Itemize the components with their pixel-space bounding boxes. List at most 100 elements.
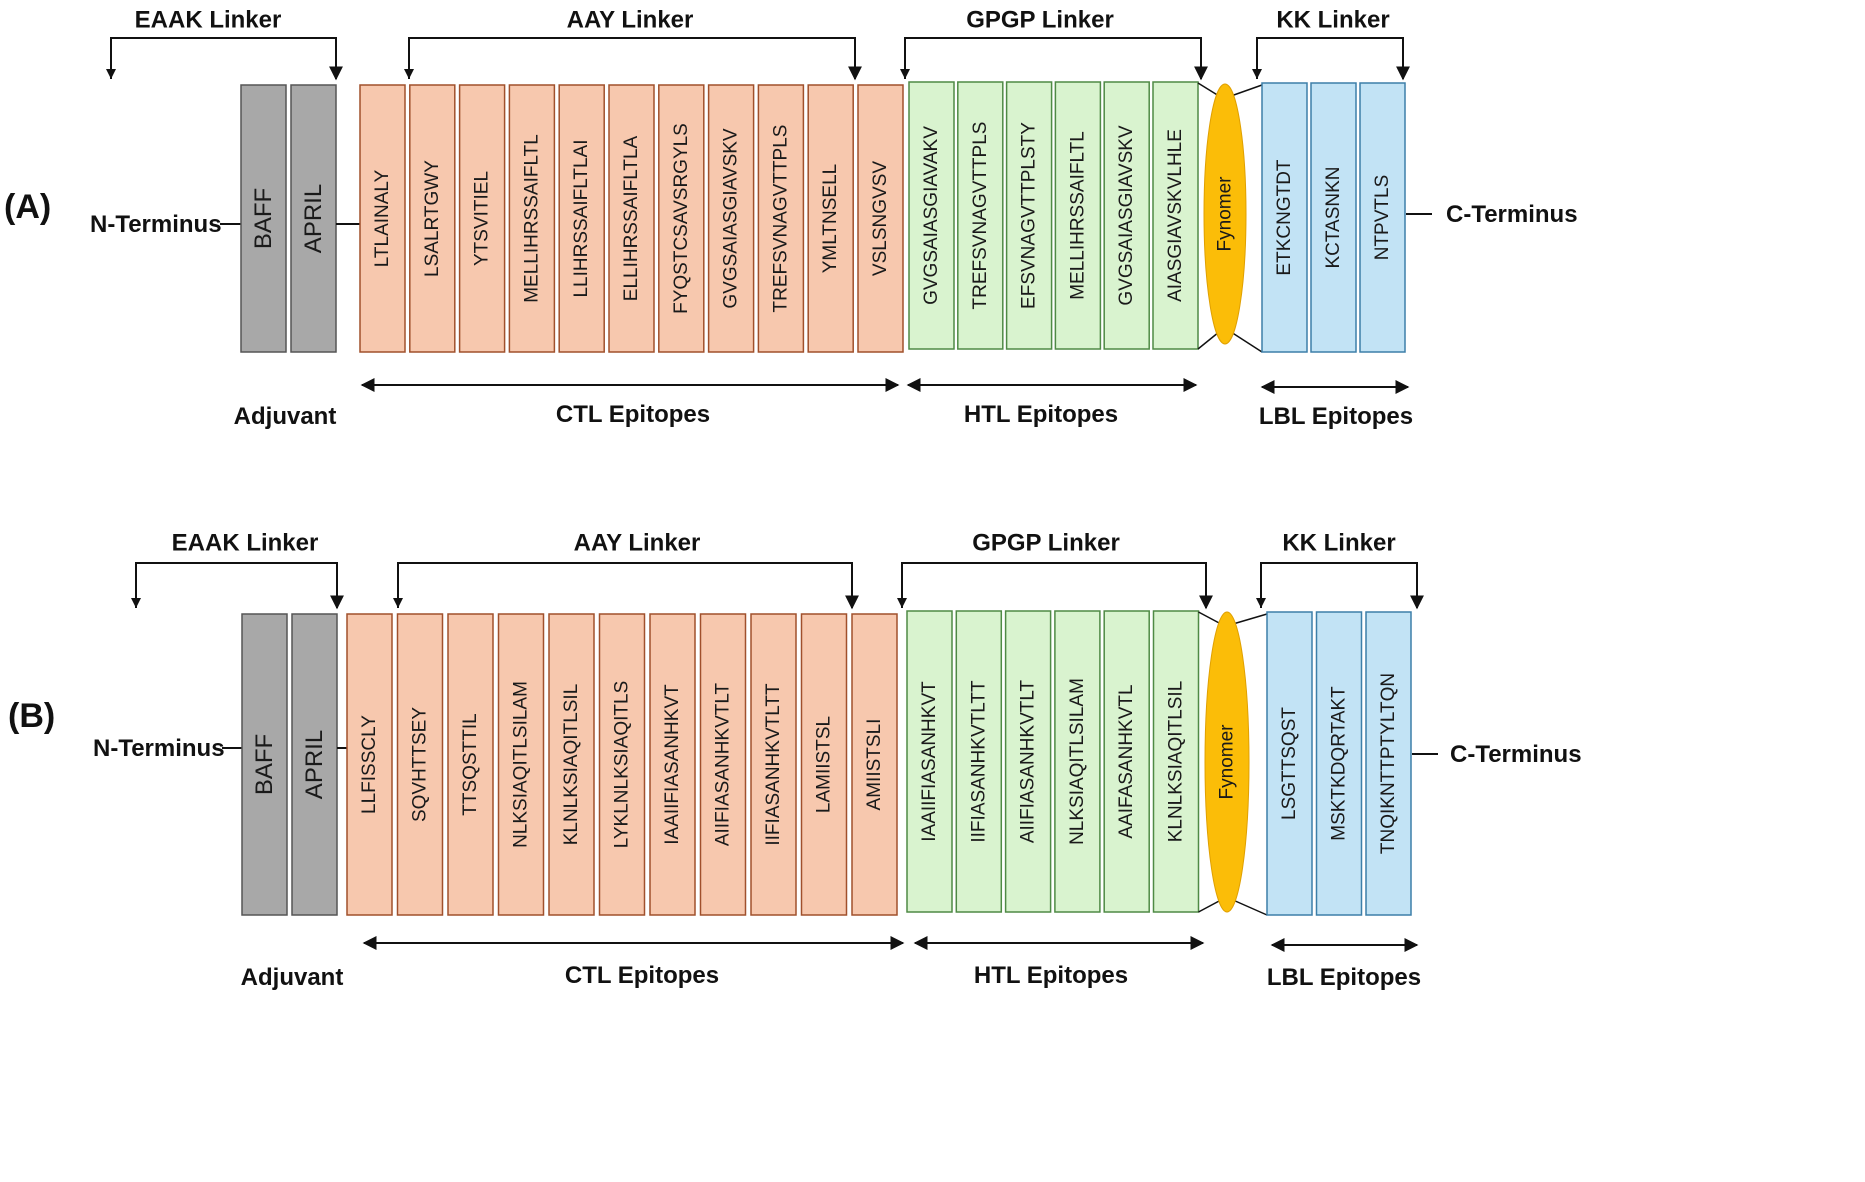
- adjuvant-label: APRIL: [300, 184, 327, 253]
- fynomer-label: Fynomer: [1217, 724, 1238, 800]
- ctl-epitope-box: [409, 84, 456, 353]
- ctl-epitope-label: TTSQSTTIL: [460, 713, 481, 815]
- htl-epitope-box: [908, 81, 955, 350]
- ctl-epitope-label: LSALRTGWY: [422, 160, 443, 277]
- fynomer-ellipse: [1203, 83, 1247, 345]
- ctl-epitope-box: [598, 613, 646, 916]
- ctl-epitope-label: VSLSNGVSV: [870, 161, 891, 276]
- eaak-linker-bracket: [135, 562, 344, 610]
- lbl-group-label: LBL Epitopes: [1267, 964, 1421, 991]
- aay-linker-bracket-start-arrow: [404, 69, 414, 79]
- n-terminus-label: N-Terminus: [93, 735, 225, 762]
- fynomer-connector: [1230, 84, 1263, 97]
- c-terminus-label: C-Terminus: [1446, 201, 1578, 228]
- ctl-epitope-label: TREFSVNAGVTTPLS: [770, 125, 791, 313]
- htl-epitope-box: [1103, 81, 1150, 350]
- lbl-epitope-box: [1315, 611, 1363, 916]
- aay-linker-label: AAY Linker: [567, 7, 694, 34]
- ctl-epitope-box: [649, 613, 696, 916]
- htl-epitope-label: AAIFASANHKVTL: [1116, 684, 1137, 838]
- fynomer-connector: [1198, 899, 1222, 913]
- htl-epitope-label: GVGSAIASGIAVAKV: [921, 126, 942, 305]
- lbl-epitope-label: MSKTKDQRTAKT: [1329, 686, 1350, 841]
- fynomer-connector: [1230, 331, 1263, 353]
- adjuvant-box: [291, 613, 338, 916]
- fynomer-connector: [1232, 613, 1268, 625]
- htl-epitope-label: IAAIIFIASANHKVT: [919, 681, 940, 842]
- aay-linker-bracket: [397, 562, 859, 610]
- ctl-epitope-label: LYKLNLKSIAQITLS: [612, 681, 633, 849]
- ctl-epitope-label: IIFIASANHKVTLTT: [763, 683, 784, 846]
- ctl-epitope-box: [707, 84, 755, 353]
- kk-linker-label: KK Linker: [1282, 530, 1395, 557]
- ctl-epitope-label: GVGSAIASGIAVSKV: [721, 128, 742, 309]
- adjuvant-group-label: Adjuvant: [234, 403, 337, 430]
- lbl-epitope-box: [1359, 82, 1406, 353]
- htl-epitope-box: [1103, 610, 1150, 913]
- fynomer-connector: [1232, 899, 1268, 916]
- ctl-epitope-box: [508, 84, 556, 353]
- ctl-epitope-label: LLIHRSSAIFLTLAI: [571, 139, 592, 297]
- htl-epitope-label: EFSVNAGVTTPLSTY: [1019, 122, 1040, 309]
- htl-epitope-label: IIFIASANHKVTLTT: [968, 680, 989, 843]
- kk-linker-label: KK Linker: [1276, 7, 1389, 34]
- lbl-group-label: LBL Epitopes: [1259, 403, 1413, 430]
- adjuvant-box: [240, 84, 287, 353]
- eaak-linker-label: EAAK Linker: [135, 7, 282, 34]
- ctl-epitope-label: IAAIIFIASANHKVT: [662, 684, 683, 845]
- ctl-epitope-label: ELLIHRSSAIFLTLA: [621, 135, 642, 301]
- fynomer-connector: [1197, 331, 1220, 350]
- kk-linker-bracket-start-arrow: [1252, 69, 1262, 79]
- lbl-epitope-label: LSGTTSQST: [1279, 707, 1300, 820]
- ctl-epitope-label: FYQSTCSAVSRGYLS: [671, 123, 692, 314]
- ctl-epitope-box: [558, 84, 605, 353]
- adjuvant-label: APRIL: [301, 730, 328, 799]
- htl-epitope-label: KLNLKSIAQITLSIL: [1166, 681, 1187, 843]
- ctl-epitope-box: [699, 613, 747, 916]
- htl-epitope-box: [1004, 610, 1052, 913]
- kk-linker-bracket: [1260, 562, 1424, 610]
- c-terminus-label: C-Terminus: [1450, 741, 1582, 768]
- ctl-epitope-box: [396, 613, 444, 916]
- ctl-epitope-box: [447, 613, 494, 916]
- ctl-epitope-label: LAMIISTSL: [814, 716, 835, 813]
- htl-epitope-box: [1152, 610, 1200, 913]
- htl-epitope-label: AIIFIASANHKVTLT: [1018, 679, 1039, 843]
- ctl-epitope-box: [750, 613, 797, 916]
- aay-linker-bracket-start-arrow: [393, 598, 403, 608]
- kk-linker-bracket-start-arrow: [1256, 598, 1266, 608]
- panel-label: (A): [4, 188, 51, 226]
- lbl-epitope-label: KCTASNKN: [1323, 166, 1344, 268]
- ctl-epitope-label: AMIISTSLI: [864, 719, 885, 811]
- gpgp-linker-bracket: [904, 37, 1208, 81]
- gpgp-linker-bracket: [901, 562, 1213, 610]
- ctl-epitope-box: [851, 613, 898, 916]
- lbl-epitope-label: NTPVTLS: [1372, 175, 1393, 261]
- ctl-epitope-box: [800, 613, 848, 916]
- fynomer-connector: [1197, 82, 1220, 97]
- htl-epitope-box: [957, 81, 1004, 350]
- gpgp-linker-bracket-start-arrow: [900, 69, 910, 79]
- lbl-epitope-box: [1266, 611, 1313, 916]
- lbl-epitope-label: ETKCNGTDT: [1274, 159, 1295, 276]
- ctl-epitope-label: AIIFIASANHKVTLT: [713, 682, 734, 846]
- n-terminus-label: N-Terminus: [90, 211, 222, 238]
- ctl-epitope-box: [346, 613, 393, 916]
- htl-epitope-box: [906, 610, 953, 913]
- eaak-linker-bracket-start-arrow: [131, 598, 141, 608]
- adjuvant-label: BAFF: [250, 188, 277, 249]
- htl-epitope-label: AIASGIAVSKVLHLE: [1165, 129, 1186, 302]
- ctl-epitope-box: [458, 84, 506, 353]
- htl-epitope-label: GVGSAIASGIAVSKV: [1116, 125, 1137, 306]
- eaak-linker-bracket: [110, 37, 343, 81]
- ctl-epitope-label: SQVHTTSEY: [410, 707, 431, 822]
- ctl-epitope-box: [658, 84, 705, 353]
- htl-epitope-box: [1152, 81, 1199, 350]
- ctl-epitope-box: [757, 84, 805, 353]
- lbl-epitope-box: [1261, 82, 1308, 353]
- panel-label: (B): [8, 697, 55, 735]
- gpgp-linker-label: GPGP Linker: [966, 7, 1114, 34]
